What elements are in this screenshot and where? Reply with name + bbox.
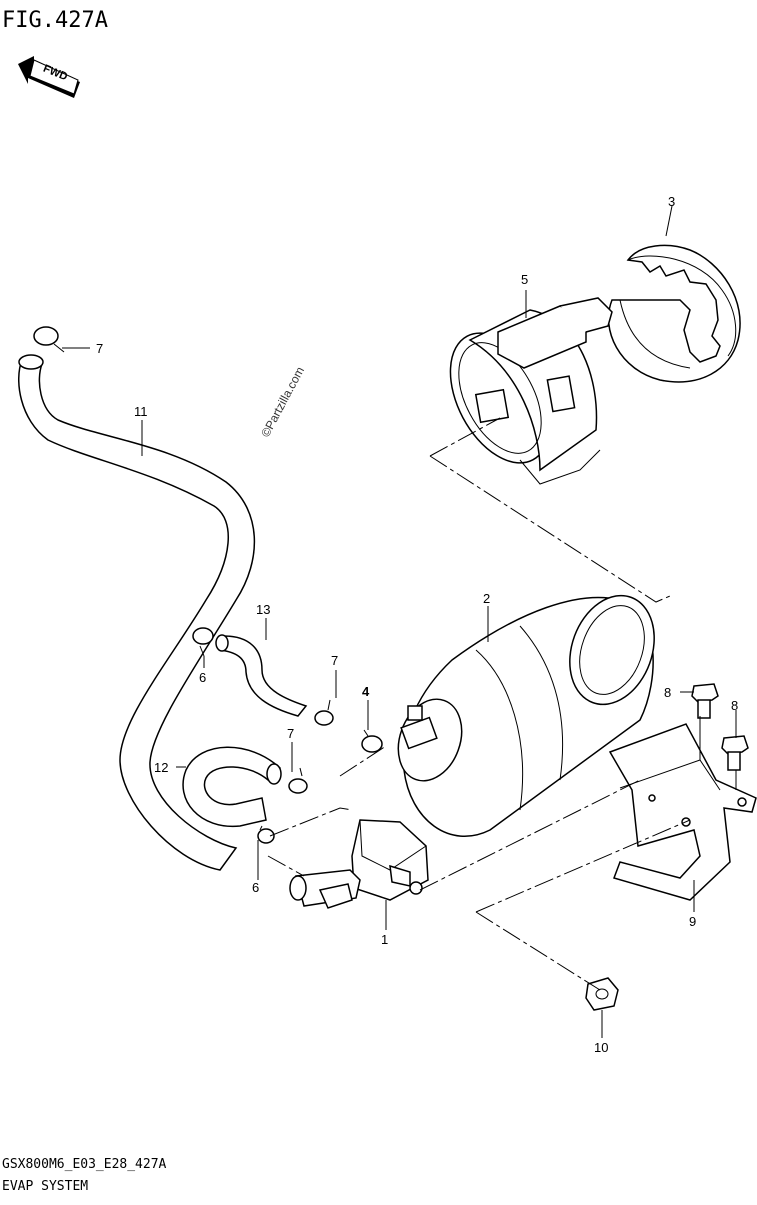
- canister-holder: [449, 297, 613, 485]
- label-part-3: 3: [668, 194, 675, 209]
- footer-system-name: EVAP SYSTEM: [2, 1179, 88, 1194]
- clip-7-low: [288, 767, 308, 794]
- guide-lines: [267, 417, 737, 991]
- clip-7-mid: [314, 699, 334, 726]
- label-part-13: 13: [256, 602, 270, 617]
- label-part-7c: 7: [287, 726, 294, 741]
- bolt-lower: [721, 735, 749, 771]
- label-part-8b: 8: [731, 698, 738, 713]
- label-part-10: 10: [594, 1040, 608, 1055]
- long-hose: [18, 354, 255, 871]
- label-part-7b: 7: [331, 653, 338, 668]
- nut: [585, 977, 619, 1011]
- label-part-5: 5: [521, 272, 528, 287]
- label-part-2: 2: [483, 591, 490, 606]
- u-hose-12: [182, 746, 282, 828]
- short-hose-13: [215, 634, 308, 717]
- bolt-upper: [691, 683, 719, 719]
- clip-6-lower: [257, 825, 275, 844]
- label-part-6b: 6: [252, 880, 259, 895]
- label-part-4: 4: [362, 684, 370, 699]
- clip-4: [361, 729, 383, 753]
- label-part-12: 12: [154, 760, 168, 775]
- label-part-11: 11: [134, 404, 148, 419]
- label-part-9: 9: [689, 914, 696, 929]
- canister: [397, 594, 655, 837]
- clip-6-upper: [192, 627, 214, 657]
- label-part-8a: 8: [664, 685, 671, 700]
- label-part-1: 1: [381, 932, 388, 947]
- fwd-arrow-icon: FWD: [18, 56, 80, 98]
- watermark: ©Partzilla.com: [258, 364, 307, 439]
- leader-lines: [62, 205, 737, 1038]
- figure-title: FIG.427A: [2, 8, 108, 33]
- label-part-7a: 7: [96, 341, 103, 356]
- footer-model-code: GSX800M6_E03_E28_427A: [2, 1157, 167, 1172]
- label-part-6a: 6: [199, 670, 206, 685]
- purge-valve: [289, 819, 429, 926]
- clip-7-top: [33, 326, 65, 353]
- clamp-ring: [607, 244, 741, 383]
